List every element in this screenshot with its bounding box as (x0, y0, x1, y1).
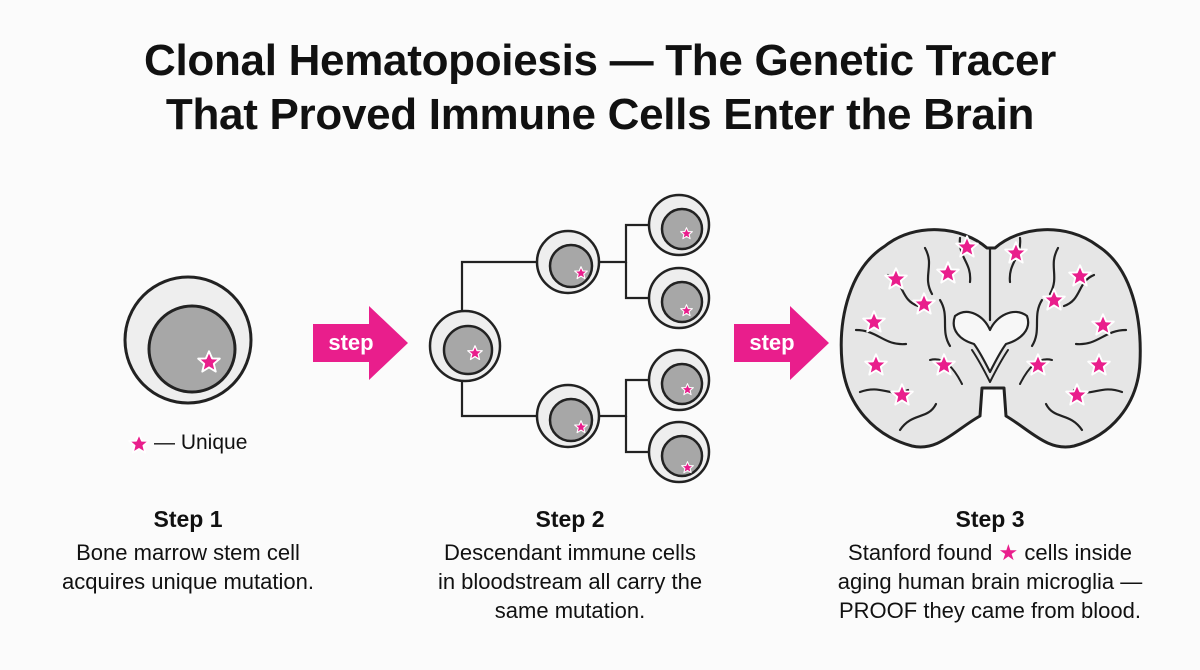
step-1-line-2: acquires unique mutation. (62, 569, 314, 594)
step-1-heading: Step 1 (153, 506, 223, 532)
lineage-lines (460, 223, 650, 454)
step-2-line-2: in bloodstream all carry the (437, 569, 703, 594)
arrow-label-2: step (749, 330, 795, 355)
granddaughter-cell-1 (647, 193, 711, 257)
daughter-cell-top (535, 229, 601, 295)
arrow-right-icon (734, 306, 829, 380)
root-cell (428, 309, 502, 383)
daughter-cell-bottom (535, 383, 601, 449)
step-2-line-3: same mutation. (494, 598, 646, 623)
brain-section (839, 228, 1142, 449)
step-1-line-1: Bone marrow stem cell (76, 540, 300, 565)
title-line-1: Clonal Hematopoiesis — The Genetic Trace… (144, 36, 1056, 85)
step-3-line-1-pre: Stanford found (848, 540, 993, 565)
granddaughter-cell-4 (647, 420, 711, 484)
page-title: Clonal Hematopoiesis — The Genetic Trace… (0, 34, 1200, 142)
step-3-heading: Step 3 (955, 506, 1025, 532)
arrow-right-icon (313, 306, 408, 380)
granddaughter-cell-2 (647, 266, 711, 330)
step-2-caption: Step 2 Descendant immune cells in bloods… (400, 505, 740, 625)
arrow-label-1: step (328, 330, 374, 355)
step-3-line-2: aging human brain microglia — (837, 569, 1143, 594)
step-2-heading: Step 2 (535, 506, 605, 532)
step-3-line-1: Stanford found ★ cells inside (800, 538, 1180, 567)
step-3-line-3: PROOF they came from blood. (839, 598, 1141, 623)
title-line-2: That Proved Immune Cells Enter the Brain (165, 90, 1035, 139)
granddaughter-cell-3 (647, 348, 711, 412)
legend: — Unique (130, 431, 247, 455)
star-icon: ★ (998, 540, 1019, 565)
stem-cell (123, 275, 253, 405)
legend-label: — Unique (154, 431, 248, 454)
step-2-line-1: Descendant immune cells (444, 540, 696, 565)
step-1-caption: Step 1 Bone marrow stem cell acquires un… (20, 505, 356, 596)
step-3-line-1-post: cells inside (1024, 540, 1132, 565)
step-3-caption: Step 3 Stanford found ★ cells inside agi… (800, 505, 1180, 625)
